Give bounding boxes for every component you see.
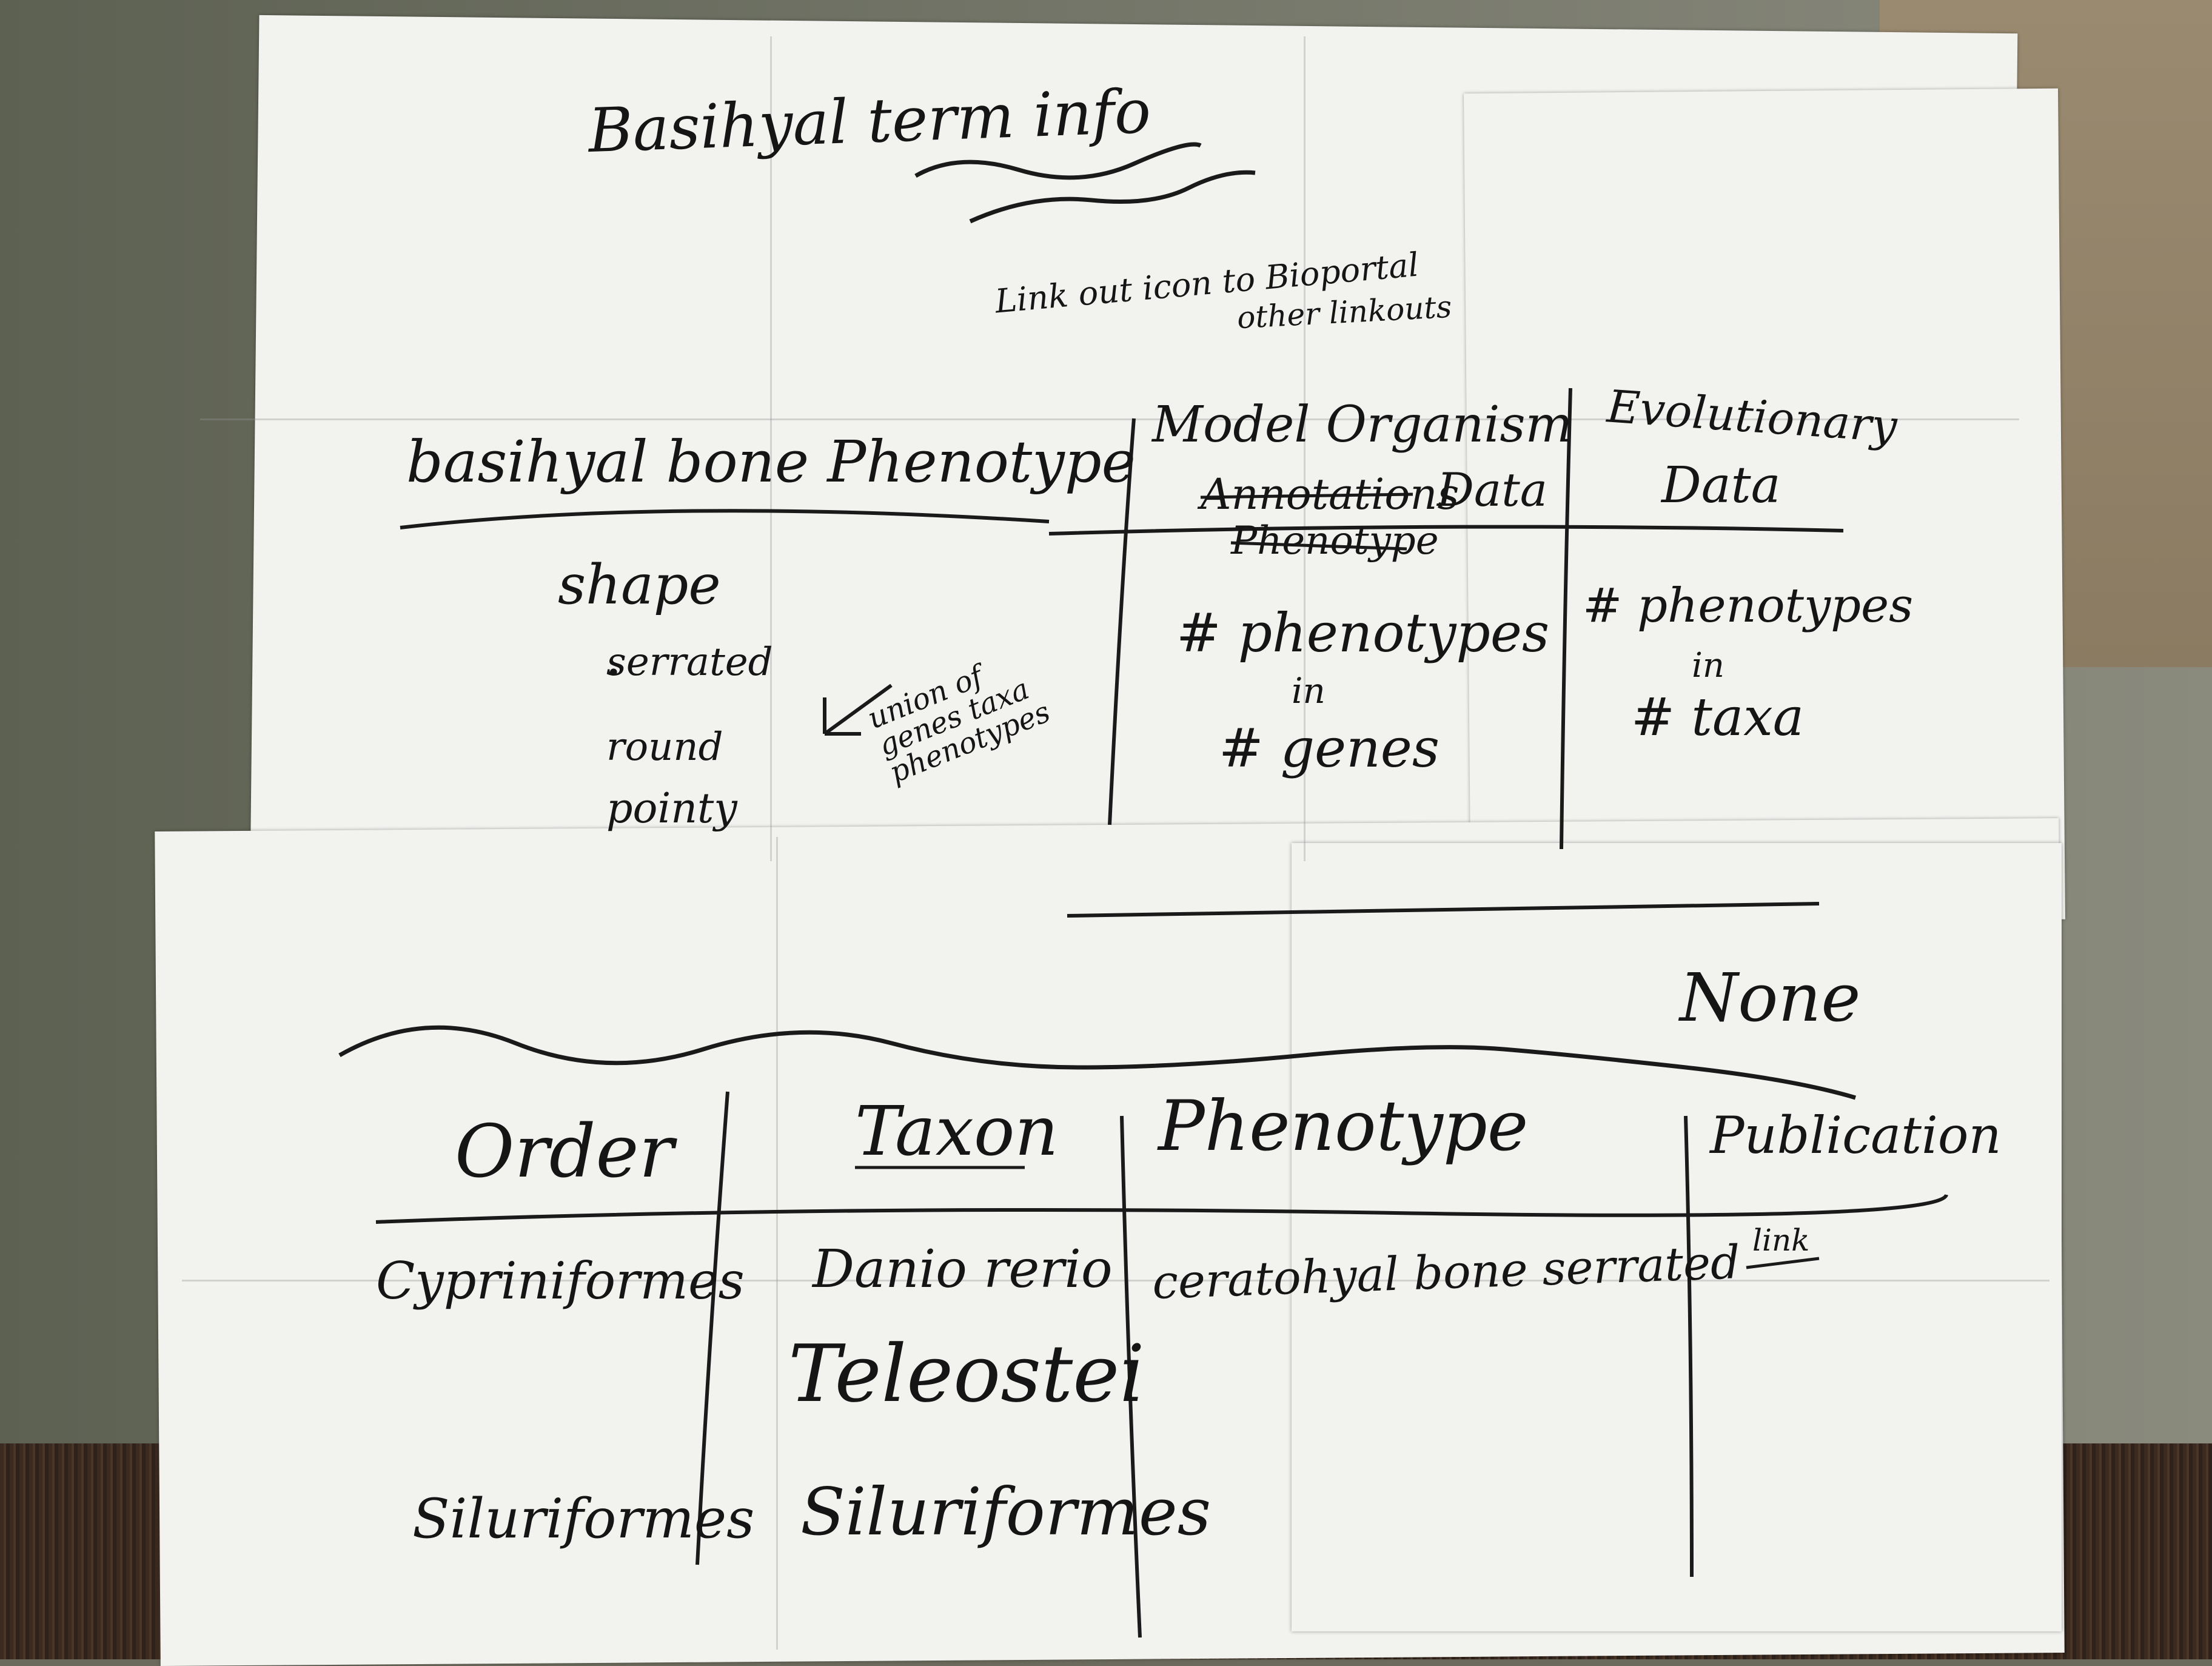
phenotype-item: pointy — [606, 785, 737, 833]
page-title: Basihyal term info — [587, 75, 1152, 167]
fold-crease — [1304, 36, 1305, 861]
fold-crease — [200, 418, 2019, 420]
phenotype-item: round — [606, 725, 723, 770]
model-stat: in — [1292, 670, 1326, 711]
model-panel-crossed: Annotations — [1201, 469, 1460, 519]
fold-crease — [770, 36, 772, 861]
model-panel-heading: Model Organism — [1152, 396, 1573, 454]
table-header-taxon: Taxon — [855, 1092, 1059, 1171]
table-cell-publication[interactable]: link — [1752, 1223, 1810, 1258]
model-panel-subheading: Data — [1437, 463, 1548, 517]
table-cell-order: Cypriniformes — [376, 1251, 745, 1311]
table-cell-taxon: Teleostei — [788, 1328, 1145, 1420]
phenotype-item: serrated — [606, 640, 773, 685]
evolution-panel-subheading: Data — [1661, 457, 1781, 514]
table-header-phenotype: Phenotype — [1158, 1086, 1529, 1166]
evolution-stat: in — [1692, 646, 1724, 685]
table-header-publication: Publication — [1710, 1106, 2002, 1165]
evolution-stat: # taxa — [1631, 687, 1805, 748]
evolution-stat: # phenotypes — [1583, 579, 1914, 633]
phenotype-subheading: shape — [558, 553, 721, 617]
phenotype-panel-heading: basihyal bone Phenotype — [406, 429, 1136, 495]
bullet: • — [606, 659, 621, 687]
paper-sheet-bottom-right — [1292, 843, 2062, 1631]
table-header-order: Order — [455, 1110, 674, 1194]
table-cell-taxon: Danio rerio — [813, 1239, 1113, 1300]
model-panel-crossed-sub: Phenotype — [1231, 519, 1439, 563]
none-label: None — [1680, 959, 1861, 1036]
fold-crease — [182, 1280, 2049, 1281]
table-cell-order: Siluriformes — [412, 1487, 755, 1551]
model-stat: # phenotypes — [1176, 602, 1550, 664]
fold-crease — [776, 837, 778, 1650]
table-cell-taxon: Siluriformes — [800, 1474, 1212, 1550]
model-stat: # genes — [1219, 717, 1440, 779]
